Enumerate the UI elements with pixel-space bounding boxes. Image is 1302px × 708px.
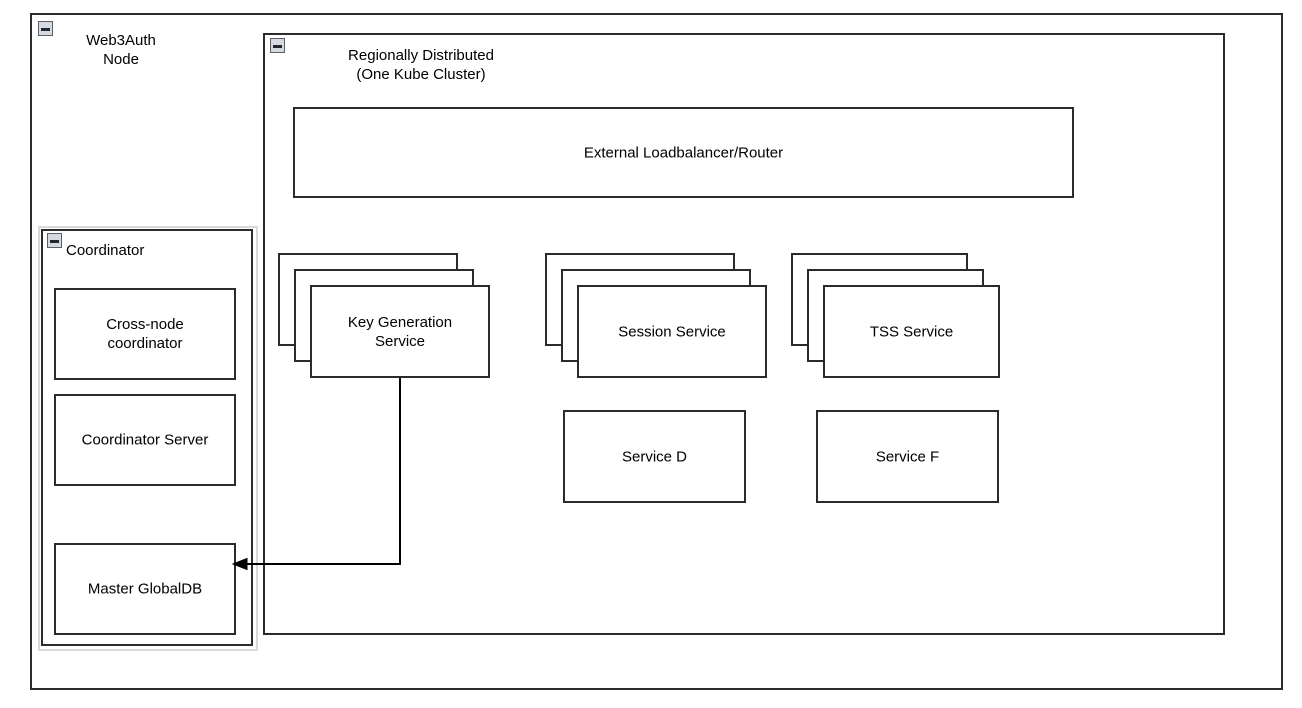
node-label-master-globaldb: Master GlobalDB xyxy=(87,580,203,598)
node-master-globaldb[interactable]: Master GlobalDB xyxy=(54,543,236,635)
collapse-minus-icon-kube-cluster[interactable] xyxy=(270,38,285,53)
node-label-service-f: Service F xyxy=(875,448,940,465)
container-label-coordinator: Coordinator xyxy=(66,242,145,259)
container-label-web3auth-node: Web3Auth Node xyxy=(86,32,156,68)
node-service-f[interactable]: Service F xyxy=(816,410,999,503)
node-external-loadbalancer-router[interactable]: External Loadbalancer/Router xyxy=(293,107,1074,198)
node-label-tss-service: TSS Service xyxy=(869,323,954,340)
node-label-external-loadbalancer-router: External Loadbalancer/Router xyxy=(583,144,784,161)
container-label-kube-cluster: Regionally Distributed (One Kube Cluster… xyxy=(348,47,494,83)
node-label-session-service: Session Service xyxy=(618,323,726,340)
collapse-minus-icon-coordinator[interactable] xyxy=(47,233,62,248)
stack-replica-front[interactable]: Session Service xyxy=(577,285,767,378)
stack-session-service[interactable]: Session Service xyxy=(545,253,767,378)
node-label-cross-node-coordinator: Cross-node coordinator xyxy=(106,316,184,352)
node-service-d[interactable]: Service D xyxy=(563,410,746,503)
collapse-minus-icon-web3auth-node[interactable] xyxy=(38,21,53,36)
stack-replica-front[interactable]: Key Generation Service xyxy=(310,285,490,378)
node-cross-node-coordinator[interactable]: Cross-node coordinator xyxy=(54,288,236,380)
stack-tss-service[interactable]: TSS Service xyxy=(791,253,1000,378)
stack-replica-front[interactable]: TSS Service xyxy=(823,285,1000,378)
stack-key-generation-service[interactable]: Key Generation Service xyxy=(278,253,490,378)
node-label-key-generation-service: Key Generation Service xyxy=(347,313,453,350)
node-label-service-d: Service D xyxy=(621,448,688,465)
node-coordinator-server[interactable]: Coordinator Server xyxy=(54,394,236,486)
node-label-coordinator-server: Coordinator Server xyxy=(81,431,209,449)
